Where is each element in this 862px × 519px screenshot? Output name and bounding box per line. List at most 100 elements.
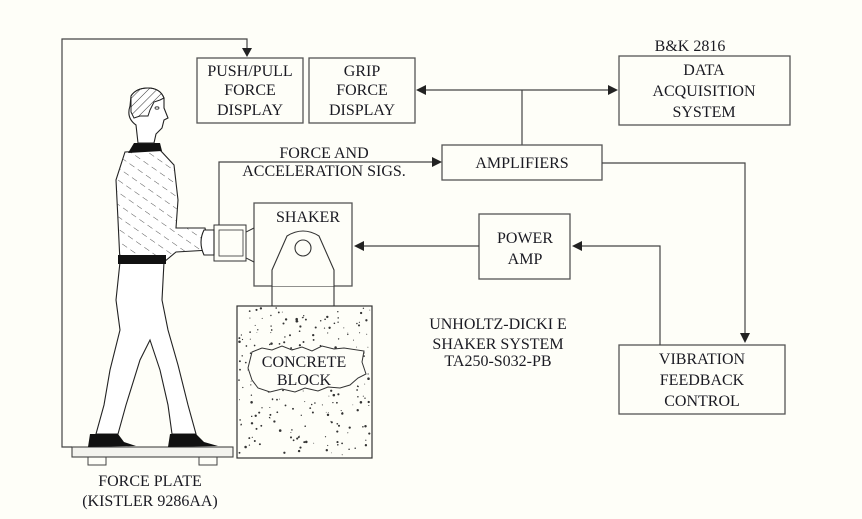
amplifiers-block: AMPLIFIERS <box>441 144 603 181</box>
speckle <box>367 373 369 375</box>
speckle <box>324 318 326 321</box>
speckle <box>327 444 329 447</box>
speckle <box>240 423 242 426</box>
speckle <box>241 338 244 341</box>
daq-line2: ACQUISITION <box>652 83 756 100</box>
speckle <box>343 327 345 329</box>
speckle <box>331 452 332 454</box>
vibration-line1: VIBRATION <box>659 351 746 368</box>
grip-force-display-block: GRIP FORCE DISPLAY <box>308 57 416 124</box>
eye <box>154 106 160 110</box>
speckle <box>357 395 359 398</box>
speckle <box>290 347 293 350</box>
speckle <box>240 424 242 426</box>
speckle <box>355 346 357 348</box>
shaker-trunnion <box>271 230 335 286</box>
speckle <box>337 393 340 396</box>
speckle <box>362 307 365 309</box>
handle <box>213 224 247 262</box>
speckle <box>324 436 327 438</box>
speckle <box>368 404 370 407</box>
belt <box>118 255 166 264</box>
speckle <box>311 411 314 414</box>
speckle <box>277 311 280 314</box>
speckle <box>337 310 339 313</box>
vibration-feedback-control-block: VIBRATION FEEDBACK CONTROL <box>618 344 786 415</box>
speckle <box>301 317 303 319</box>
signals-label-line2: ACCELERATION SIGS. <box>242 163 406 180</box>
speckle <box>249 338 251 340</box>
push-pull-line3: DISPLAY <box>217 102 284 119</box>
speckle <box>363 355 365 357</box>
speckle <box>365 319 368 322</box>
speckle <box>268 416 271 419</box>
speckle <box>337 338 340 340</box>
speckle <box>328 326 331 329</box>
left-shoe <box>88 434 136 447</box>
speckle <box>249 317 251 319</box>
speckle <box>347 432 349 434</box>
speckle <box>356 389 358 391</box>
speckle <box>314 326 317 329</box>
speckle <box>304 401 306 403</box>
speckle <box>364 397 366 399</box>
speckle <box>289 436 293 439</box>
speckle <box>284 318 288 321</box>
concrete-label-region <box>247 345 367 393</box>
speckle <box>356 322 358 325</box>
speckle <box>359 311 363 315</box>
force-plate-label: FORCE PLATE <box>98 473 202 490</box>
speckle <box>251 436 253 438</box>
speckle <box>356 409 359 412</box>
speckle <box>300 414 302 416</box>
speckle <box>362 426 364 428</box>
speckle <box>302 390 304 392</box>
daq-line1: DATA <box>683 62 725 79</box>
speckle <box>258 443 261 446</box>
speckle <box>256 332 258 333</box>
speckle <box>337 424 341 427</box>
speckle <box>336 422 339 425</box>
vibration-to-power-amp-wire <box>572 241 661 345</box>
hand <box>200 229 215 256</box>
speckle <box>328 395 330 397</box>
speckle <box>283 451 286 454</box>
speckle <box>270 329 273 331</box>
speckle <box>336 430 339 433</box>
speckle <box>337 444 339 446</box>
speckle <box>297 449 301 453</box>
speckle <box>347 333 349 336</box>
speckle <box>281 311 283 313</box>
speckle <box>321 404 323 406</box>
speckle <box>238 379 240 381</box>
shaker-system-line1: UNHOLTZ-DICKI E <box>429 316 567 333</box>
speckle <box>248 437 251 440</box>
speckle <box>325 411 327 413</box>
speckle <box>312 333 315 337</box>
speckle <box>255 427 258 430</box>
grip-line1: GRIP <box>344 63 381 80</box>
speckle <box>364 424 367 428</box>
speckle <box>364 444 368 447</box>
speckle <box>314 402 316 404</box>
speckle <box>341 454 343 456</box>
speckle <box>357 324 361 327</box>
speckle <box>358 321 360 323</box>
speckle <box>278 343 281 345</box>
daq-model-label: B&K 2816 <box>655 38 726 55</box>
speckle <box>367 346 369 348</box>
speckle <box>341 442 343 445</box>
speckle <box>245 345 248 347</box>
speckle <box>284 336 286 338</box>
push-pull-line1: PUSH/PULL <box>207 63 292 80</box>
speckle <box>284 404 287 407</box>
speckle <box>296 437 299 440</box>
speckle <box>304 425 306 427</box>
speckle <box>336 401 338 404</box>
speckle <box>289 334 291 337</box>
speckle <box>333 322 336 325</box>
speckle <box>239 368 241 371</box>
power-amp-line1: POWER <box>497 230 553 247</box>
speckle <box>250 394 253 396</box>
push-pull-force-display-block: PUSH/PULL FORCE DISPLAY <box>196 57 304 124</box>
